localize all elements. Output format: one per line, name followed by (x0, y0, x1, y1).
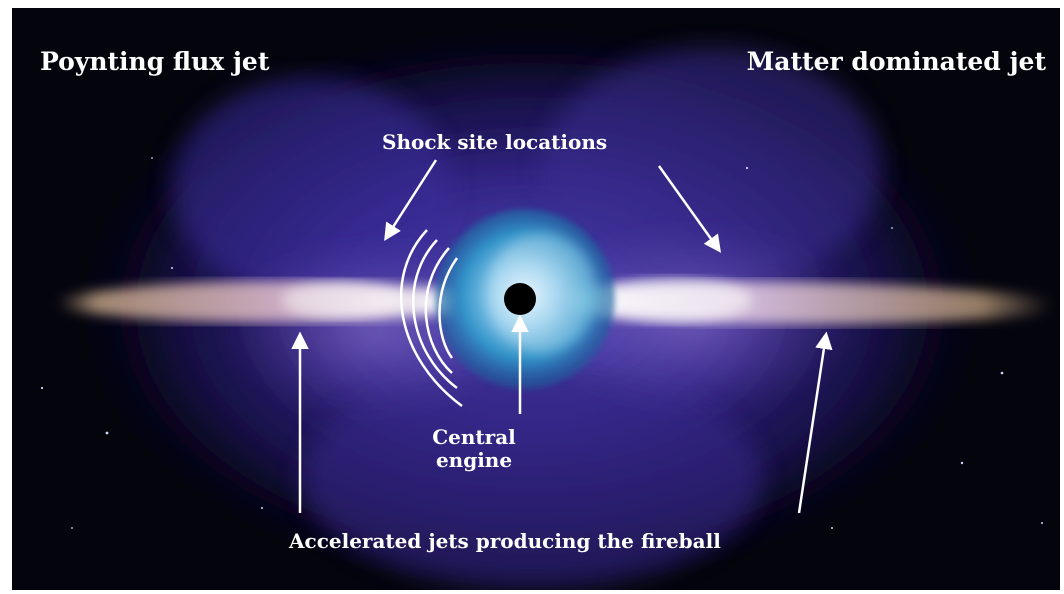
shock-site-label: Shock site locations (382, 130, 608, 154)
central-engine-dot (504, 283, 536, 315)
shock-arrow-right (657, 165, 722, 253)
jets (57, 278, 1052, 325)
central-engine-label-line1: Central (432, 425, 516, 449)
central-engine-label: Central engine (414, 426, 534, 472)
illustration-frame: Poynting flux jet Matter dominated jet S… (12, 8, 1060, 590)
shock-arcs (399, 229, 463, 408)
shock-arrow-left (384, 159, 438, 241)
grb-jet-illustration (40, 18, 1052, 590)
poynting-flux-jet-label: Poynting flux jet (40, 47, 270, 76)
star-field (40, 157, 1043, 529)
central-engine-label-line2: engine (435, 448, 513, 472)
matter-dominated-jet-label: Matter dominated jet (746, 47, 1046, 76)
accelerated-jets-label: Accelerated jets producing the fireball (289, 529, 721, 553)
annotation-arrows (291, 159, 833, 514)
jet-arrow-right (797, 331, 833, 514)
